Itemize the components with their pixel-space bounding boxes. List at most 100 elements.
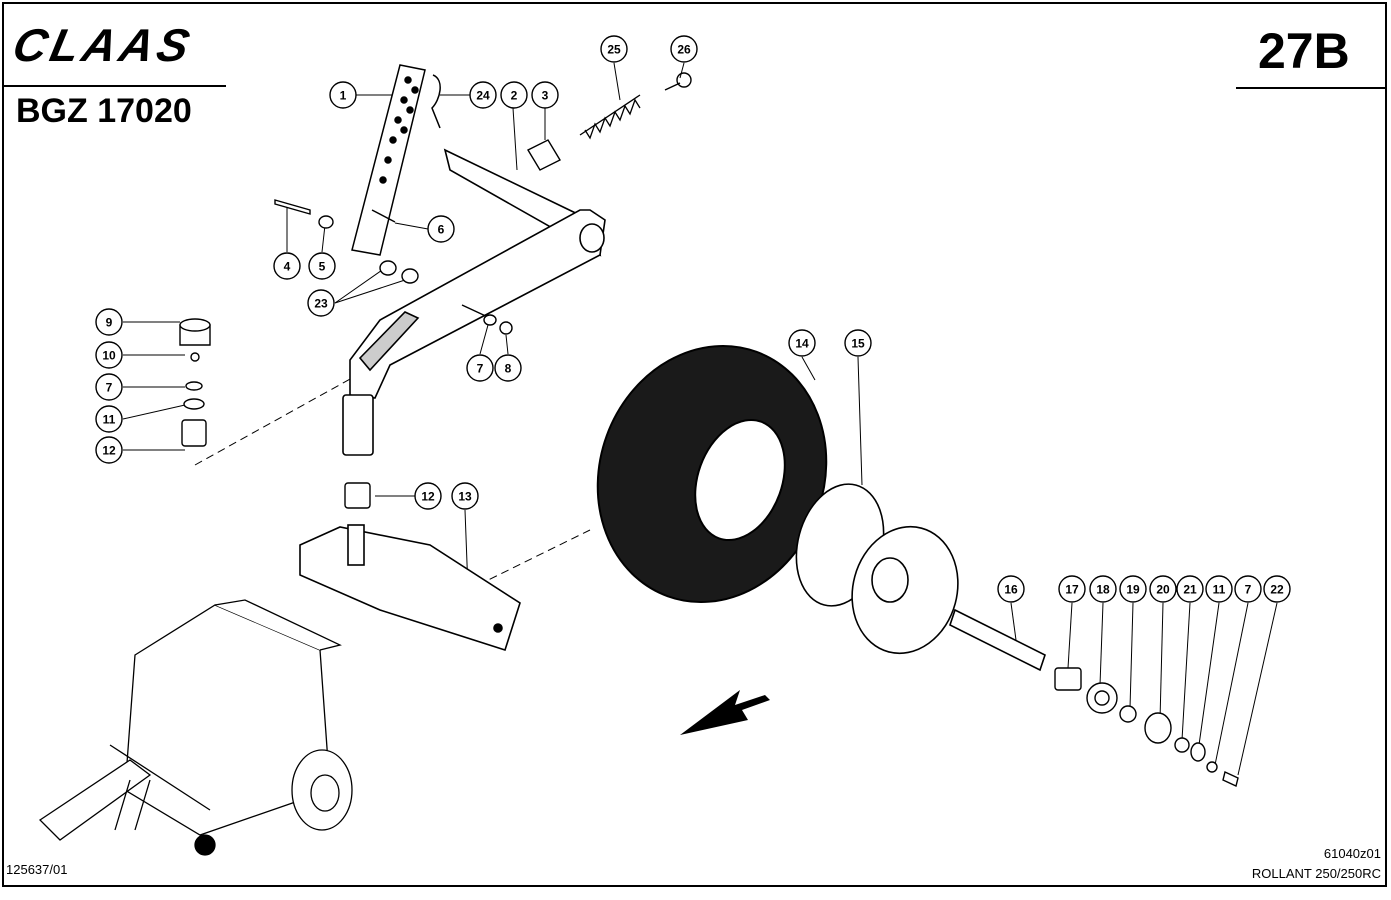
part-callout-2: 2: [500, 81, 528, 109]
bearing-stack: [1054, 667, 1239, 787]
part-callout-17: 17: [1058, 575, 1086, 603]
tyre: [596, 344, 828, 604]
callout-circle: [997, 575, 1025, 603]
callout-circle: [1205, 575, 1233, 603]
callout-label: 10: [102, 349, 116, 363]
part-callout-19: 19: [1119, 575, 1147, 603]
part-callout-20: 20: [1149, 575, 1177, 603]
spring: [579, 94, 641, 140]
part-callout-26: 26: [670, 35, 698, 63]
callout-label: 11: [1213, 583, 1226, 597]
part-callout-7: 7: [95, 373, 123, 401]
part-callout-15: 15: [844, 329, 872, 357]
callout-label: 22: [1270, 583, 1284, 597]
part-callout-22: 22: [1263, 575, 1291, 603]
callout-circle: [414, 482, 442, 510]
part-callout-9: 9: [95, 308, 123, 336]
callout-label: 5: [319, 260, 326, 274]
callout-circle: [844, 329, 872, 357]
callout-circle: [1119, 575, 1147, 603]
callout-circle: [1149, 575, 1177, 603]
callout-label: 14: [795, 337, 809, 351]
part-callout-4: 4: [273, 252, 301, 280]
linch-pin: [664, 72, 692, 91]
part-callout-21: 21: [1176, 575, 1204, 603]
model-code: BGZ 17020: [16, 92, 192, 130]
adjustment-bar: [351, 64, 426, 256]
part-callout-10: 10: [95, 341, 123, 369]
machine-model: ROLLANT 250/250RC: [1251, 866, 1381, 881]
callout-label: 23: [314, 297, 328, 311]
callout-label: 26: [677, 43, 691, 57]
part-callout-5: 5: [308, 252, 336, 280]
part-callout-14: 14: [788, 329, 816, 357]
direction-arrow-icon: [680, 690, 770, 735]
callout-label: 1: [340, 89, 347, 103]
part-callout-3: 3: [531, 81, 559, 109]
callout-circle: [329, 81, 357, 109]
cap-stack: [179, 318, 211, 447]
document-code: 125637/01: [6, 862, 68, 877]
part-callout-23: 23: [307, 289, 335, 317]
part-callout-25: 25: [600, 35, 628, 63]
callout-label: 12: [421, 490, 435, 504]
callout-circle: [788, 329, 816, 357]
pivot-bracket: [299, 524, 521, 652]
page-number: 27B: [1258, 23, 1350, 79]
rim: [795, 483, 959, 655]
fasteners-mid: [461, 304, 513, 335]
callout-circle: [95, 373, 123, 401]
callout-label: 3: [542, 89, 549, 103]
callout-circle: [307, 289, 335, 317]
part-callout-12: 12: [414, 482, 442, 510]
callout-circle: [1234, 575, 1262, 603]
callout-label: 4: [284, 260, 291, 274]
part-callout-11: 11: [95, 405, 123, 433]
wheel-arm: [342, 148, 606, 456]
callout-circle: [95, 436, 123, 464]
callout-label: 24: [476, 89, 490, 103]
callout-circle: [500, 81, 528, 109]
callout-label: 8: [505, 362, 512, 376]
part-callout-7: 7: [466, 354, 494, 382]
baler-overview: [38, 599, 353, 856]
callout-label: 2: [511, 89, 518, 103]
part-callout-8: 8: [494, 354, 522, 382]
callout-label: 15: [851, 337, 865, 351]
callout-circle: [1176, 575, 1204, 603]
callout-circle: [531, 81, 559, 109]
callout-label: 17: [1065, 583, 1079, 597]
callout-circle: [469, 81, 497, 109]
callout-circle: [308, 252, 336, 280]
clamp: [527, 139, 561, 171]
callout-circle: [1089, 575, 1117, 603]
callout-label: 20: [1156, 583, 1170, 597]
callout-circle: [427, 215, 455, 243]
callout-label: 18: [1096, 583, 1110, 597]
header-rule-right: [1236, 87, 1386, 89]
callout-label: 16: [1004, 583, 1018, 597]
part-callout-1: 1: [329, 81, 357, 109]
callout-circle: [466, 354, 494, 382]
callout-label: 25: [607, 43, 621, 57]
callout-label: 9: [106, 316, 113, 330]
callout-circle: [670, 35, 698, 63]
callout-circle: [1058, 575, 1086, 603]
figure-code: 61040z01: [1323, 846, 1381, 861]
callout-label: 7: [106, 381, 113, 395]
callout-label: 21: [1183, 583, 1197, 597]
fasteners-upper: [274, 199, 419, 284]
part-callout-24: 24: [469, 81, 497, 109]
callout-circle: [95, 308, 123, 336]
part-callout-16: 16: [997, 575, 1025, 603]
callout-circle: [494, 354, 522, 382]
part-callout-13: 13: [451, 482, 479, 510]
callout-circle: [273, 252, 301, 280]
callout-label: 7: [1245, 583, 1252, 597]
part-callout-6: 6: [427, 215, 455, 243]
drawing-frame: [2, 2, 1387, 887]
callout-circle: [95, 405, 123, 433]
axle: [949, 608, 1046, 672]
